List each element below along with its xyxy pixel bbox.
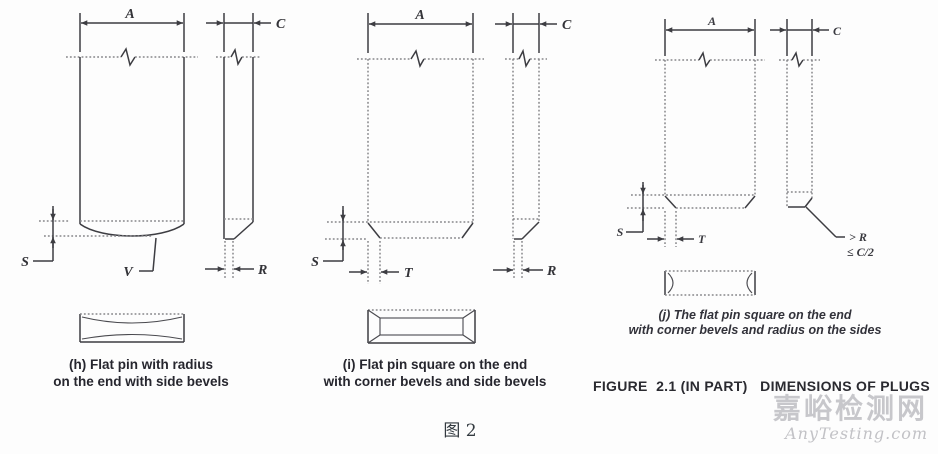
i-label-R: R	[546, 264, 556, 279]
h-label-R: R	[257, 263, 267, 278]
j-side-view: C > R ≤ C/2	[770, 19, 874, 259]
watermark-site-name-en: AnyTesting.com	[785, 424, 928, 443]
h-end-view	[79, 313, 185, 343]
caption-j: (j) The flat pin square on the end with …	[620, 308, 890, 337]
diagram-i: A S T	[311, 8, 572, 344]
h-label-V: V	[123, 265, 134, 280]
j-note-chamfer: ≤ C/2	[847, 245, 874, 259]
i-front-view: A S T	[311, 8, 484, 284]
i-label-S: S	[311, 255, 319, 270]
caption-h-line1: (h) Flat pin with radius	[69, 357, 213, 372]
j-end-view	[664, 270, 756, 296]
j-note-radius: > R	[849, 230, 867, 244]
j-label-T: T	[698, 232, 706, 246]
i-label-T: T	[404, 266, 414, 281]
h-front-view: A S V	[21, 7, 198, 280]
figure-caption-cn: 图 2	[443, 421, 477, 441]
i-side-view: C R	[493, 13, 572, 279]
j-label-S: S	[617, 225, 624, 239]
caption-i: (i) Flat pin square on the end with corn…	[304, 357, 566, 390]
j-label-A: A	[707, 14, 716, 28]
i-label-A: A	[414, 8, 424, 23]
watermark-site-name-cn: 嘉峪检测网	[772, 392, 928, 425]
watermark: 嘉峪检测网 AnyTesting.com	[772, 392, 928, 443]
h-label-S: S	[21, 255, 29, 270]
caption-j-line1: (j) The flat pin square on the end	[658, 308, 852, 322]
i-end-view	[367, 309, 476, 344]
figure-title: FIGURE 2.1 (IN PART) DIMENSIONS OF PLUGS	[593, 378, 930, 394]
h-label-C: C	[276, 17, 286, 32]
j-label-C: C	[833, 24, 842, 38]
h-label-A: A	[124, 7, 134, 22]
caption-h-line2: on the end with side bevels	[53, 373, 229, 389]
caption-j-line2: with corner bevels and radius on the sid…	[628, 322, 882, 337]
i-label-C: C	[562, 18, 572, 33]
caption-i-line2: with corner bevels and side bevels	[323, 373, 547, 389]
diagram-h: A S V	[21, 7, 286, 343]
j-front-view: A S T	[617, 14, 765, 247]
caption-h: (h) Flat pin with radius on the end with…	[10, 357, 272, 390]
diagram-j: A S T	[617, 14, 874, 296]
h-side-view: C R	[205, 13, 286, 279]
caption-i-line1: (i) Flat pin square on the end	[342, 357, 528, 372]
